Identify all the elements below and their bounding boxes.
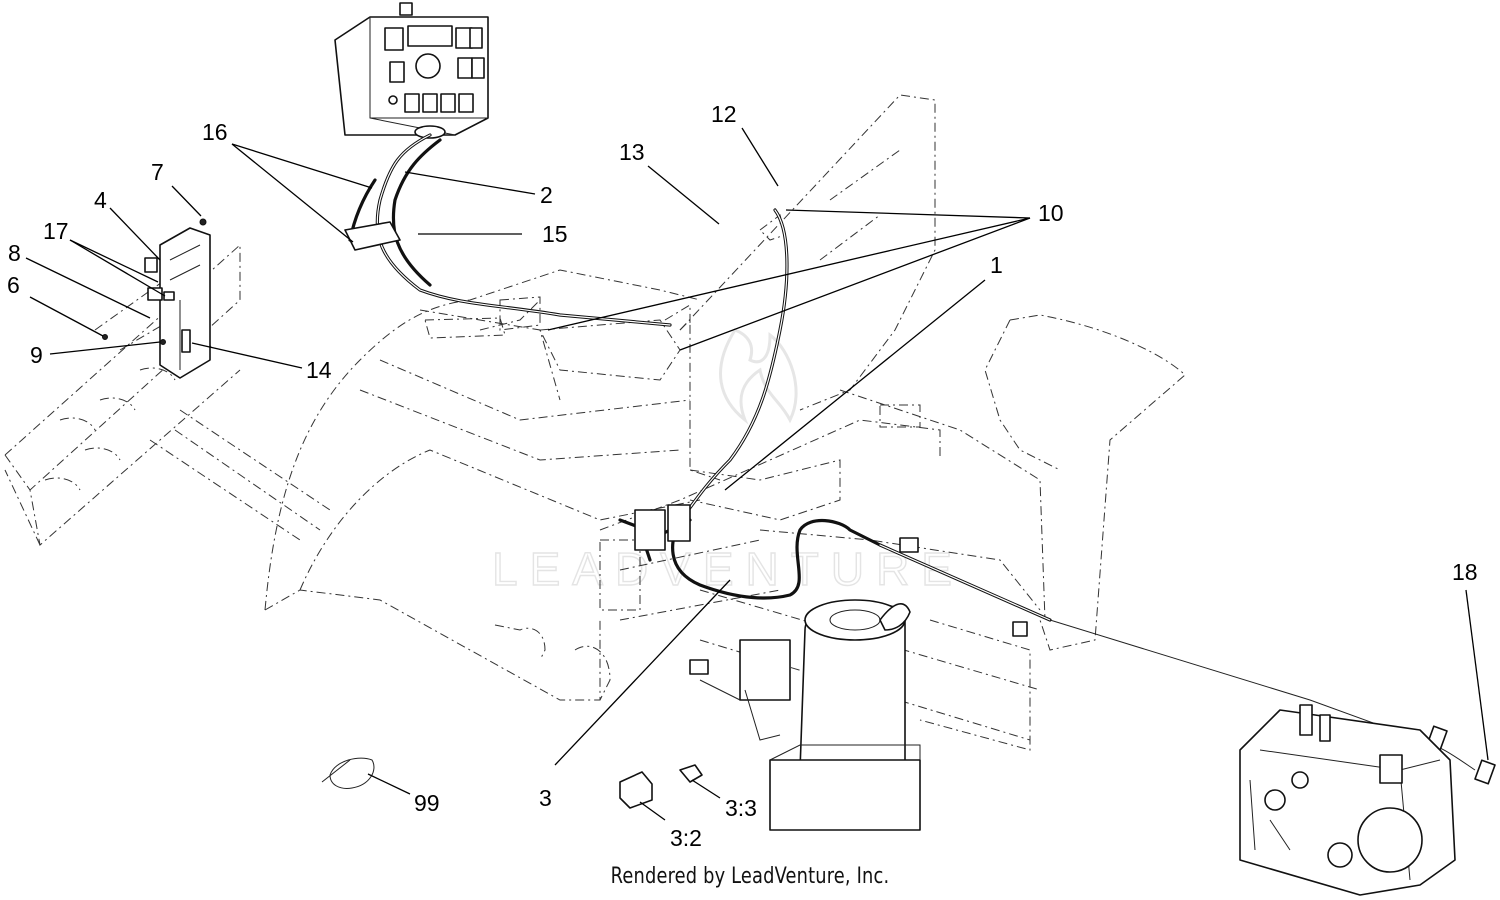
callout-17: 17 xyxy=(43,218,69,244)
callout-99: 99 xyxy=(414,790,440,816)
left-rail xyxy=(4,218,331,546)
callout-13: 13 xyxy=(619,139,645,165)
callout-12: 12 xyxy=(711,101,737,127)
callout-2: 2 xyxy=(540,182,553,208)
callout-4: 4 xyxy=(94,187,107,213)
callout-15: 15 xyxy=(542,221,568,247)
callout-10: 10 xyxy=(1038,200,1064,226)
callout-1: 1 xyxy=(990,252,1003,278)
callout-9: 9 xyxy=(30,342,43,368)
control-box xyxy=(334,2,489,139)
watermark: LEADVENTURE xyxy=(491,328,964,596)
callout-6: 6 xyxy=(7,272,20,298)
callout-3: 3 xyxy=(539,785,552,811)
transaxle xyxy=(1239,704,1456,896)
callout-14: 14 xyxy=(306,357,332,383)
leader-lines xyxy=(25,127,1489,821)
seat-panel xyxy=(664,94,936,481)
wire-harness xyxy=(344,133,1496,785)
callout-16: 16 xyxy=(202,119,228,145)
motor xyxy=(689,599,921,831)
watermark-text: LEADVENTURE xyxy=(492,543,964,595)
callout-3-3: 3:3 xyxy=(725,795,757,821)
callout-8: 8 xyxy=(8,240,21,266)
callout-labels: 1 2 3 3:2 3:3 4 6 7 8 9 10 12 13 14 15 1… xyxy=(7,101,1478,851)
callout-7: 7 xyxy=(151,159,164,185)
rendered-by-credit: Rendered by LeadVenture, Inc. xyxy=(610,864,890,889)
loose-parts xyxy=(321,621,1028,809)
callout-18: 18 xyxy=(1452,559,1478,585)
callout-3-2: 3:2 xyxy=(670,825,702,851)
floor-pan xyxy=(599,314,1186,751)
